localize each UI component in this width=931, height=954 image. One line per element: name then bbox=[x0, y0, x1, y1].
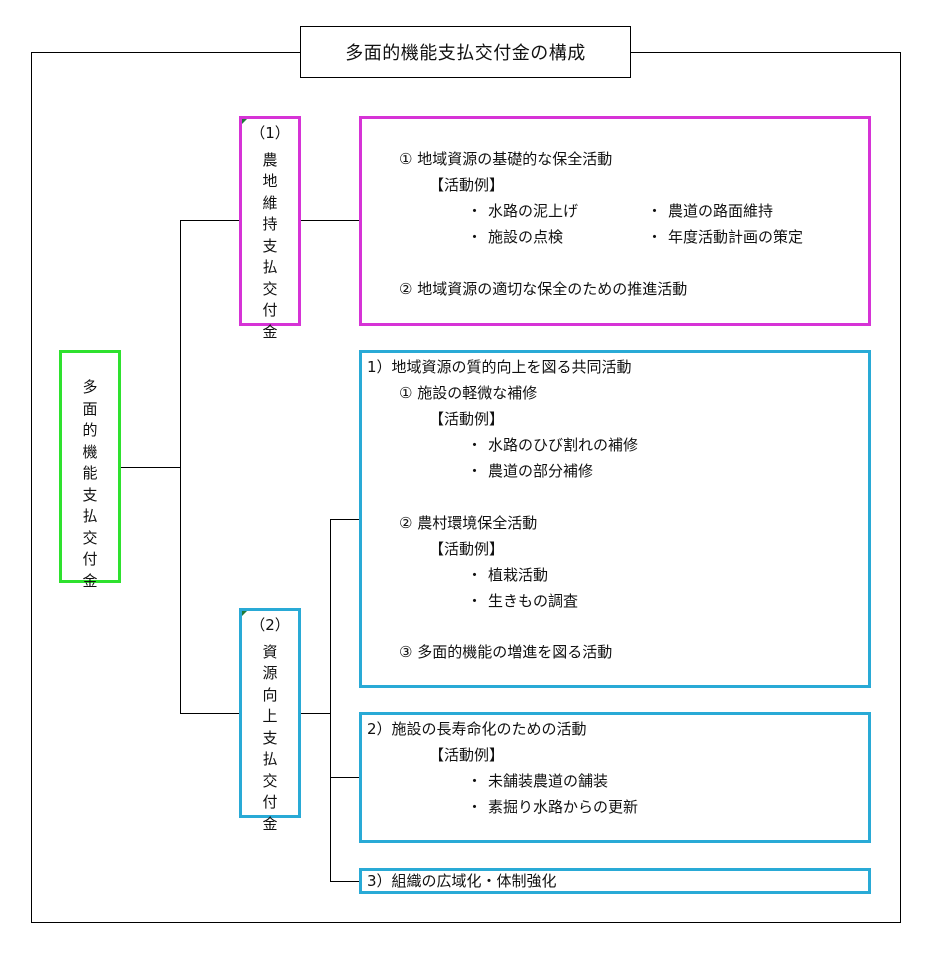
branch2-number: （2） bbox=[250, 616, 290, 634]
branch2-section2-box: 2）施設の長寿命化のための活動 【活動例】 未舗装農道の舗装 素掘り水路からの更… bbox=[359, 712, 871, 843]
example-item: 植栽活動 bbox=[467, 566, 548, 584]
connector-trunk-main bbox=[180, 220, 181, 714]
vertical-char: 多 bbox=[82, 378, 98, 396]
activity-heading: ② 地域資源の適切な保全のための推進活動 bbox=[399, 280, 688, 298]
vertical-char: 金 bbox=[262, 814, 278, 833]
examples-label: 【活動例】 bbox=[429, 746, 505, 764]
example-item: 素掘り水路からの更新 bbox=[467, 798, 638, 816]
connector-section3 bbox=[330, 881, 359, 882]
connector-branch2 bbox=[180, 713, 239, 714]
vertical-char: 払 bbox=[262, 258, 278, 276]
vertical-char: 金 bbox=[262, 322, 278, 341]
example-item: 水路のひび割れの補修 bbox=[467, 436, 638, 454]
connector-trunk-branch2 bbox=[330, 519, 331, 881]
vertical-char: 付 bbox=[262, 301, 278, 319]
connector-root bbox=[121, 467, 180, 468]
corner-marker-icon bbox=[242, 611, 247, 616]
vertical-char: 金 bbox=[82, 571, 98, 590]
vertical-char: 資 bbox=[262, 642, 278, 661]
vertical-char: 交 bbox=[82, 528, 98, 547]
connector-section1 bbox=[330, 519, 359, 520]
vertical-char: 持 bbox=[262, 215, 278, 233]
vertical-char: 支 bbox=[262, 236, 278, 255]
connector-branch1 bbox=[180, 220, 239, 221]
vertical-char: 面 bbox=[82, 399, 98, 418]
examples-label: 【活動例】 bbox=[429, 176, 505, 194]
corner-marker-icon bbox=[242, 119, 247, 124]
vertical-char: 上 bbox=[262, 707, 278, 725]
vertical-char: 払 bbox=[262, 750, 278, 768]
activity-heading: ③ 多面的機能の増進を図る活動 bbox=[399, 643, 613, 661]
connector-section2 bbox=[330, 777, 359, 778]
root-node: 多面的機能支払交付金 bbox=[59, 350, 121, 590]
diagram-title: 多面的機能支払交付金の構成 bbox=[300, 26, 631, 78]
vertical-char: 付 bbox=[82, 550, 98, 568]
activity-heading: ① 地域資源の基礎的な保全活動 bbox=[399, 150, 613, 168]
section-heading: 3）組織の広域化・体制強化 bbox=[367, 872, 557, 890]
activity-heading: ① 施設の軽微な補修 bbox=[399, 384, 538, 402]
vertical-char: 支 bbox=[262, 728, 278, 747]
connector-branch1-content bbox=[301, 220, 359, 221]
vertical-char: 交 bbox=[262, 279, 278, 298]
section-heading: 1）地域資源の質的向上を図る共同活動 bbox=[367, 358, 632, 376]
example-item: 農道の部分補修 bbox=[467, 462, 593, 480]
vertical-char: 交 bbox=[262, 771, 278, 790]
activity-heading: ② 農村環境保全活動 bbox=[399, 514, 538, 532]
example-item: 水路の泥上げ bbox=[467, 202, 578, 220]
vertical-char: 的 bbox=[82, 421, 98, 439]
section-heading: 2）施設の長寿命化のための活動 bbox=[367, 720, 587, 738]
connector-branch2-out bbox=[301, 713, 330, 714]
vertical-char: 機 bbox=[82, 442, 98, 461]
vertical-char: 付 bbox=[262, 793, 278, 811]
branch2-node: （2） 資源向上支払交付金 bbox=[239, 608, 301, 833]
root-label: 多面的機能支払交付金 bbox=[82, 377, 97, 592]
branch1-number: （1） bbox=[250, 124, 290, 142]
vertical-char: 農 bbox=[262, 150, 278, 169]
examples-label: 【活動例】 bbox=[429, 410, 505, 428]
vertical-char: 源 bbox=[262, 664, 278, 682]
example-item: 未舗装農道の舗装 bbox=[467, 772, 608, 790]
branch1-node: （1） 農地維持支払交付金 bbox=[239, 116, 301, 341]
example-item: 年度活動計画の策定 bbox=[647, 228, 803, 246]
vertical-char: 支 bbox=[82, 485, 98, 504]
example-item: 生きもの調査 bbox=[467, 592, 578, 610]
branch1-label: 農地維持支払交付金 bbox=[262, 150, 277, 344]
vertical-char: 維 bbox=[262, 193, 278, 212]
example-item: 施設の点検 bbox=[467, 228, 563, 246]
vertical-char: 払 bbox=[82, 507, 98, 525]
branch2-label: 資源向上支払交付金 bbox=[262, 642, 277, 836]
branch2-section3-box: 3）組織の広域化・体制強化 bbox=[359, 868, 871, 894]
vertical-char: 能 bbox=[82, 464, 98, 482]
branch1-content-box: ① 地域資源の基礎的な保全活動 【活動例】 水路の泥上げ 農道の路面維持 施設の… bbox=[359, 116, 871, 326]
examples-label: 【活動例】 bbox=[429, 540, 505, 558]
vertical-char: 向 bbox=[262, 685, 278, 704]
vertical-char: 地 bbox=[262, 172, 278, 190]
example-item: 農道の路面維持 bbox=[647, 202, 773, 220]
branch2-section1-box: 1）地域資源の質的向上を図る共同活動 ① 施設の軽微な補修 【活動例】 水路のひ… bbox=[359, 350, 871, 688]
